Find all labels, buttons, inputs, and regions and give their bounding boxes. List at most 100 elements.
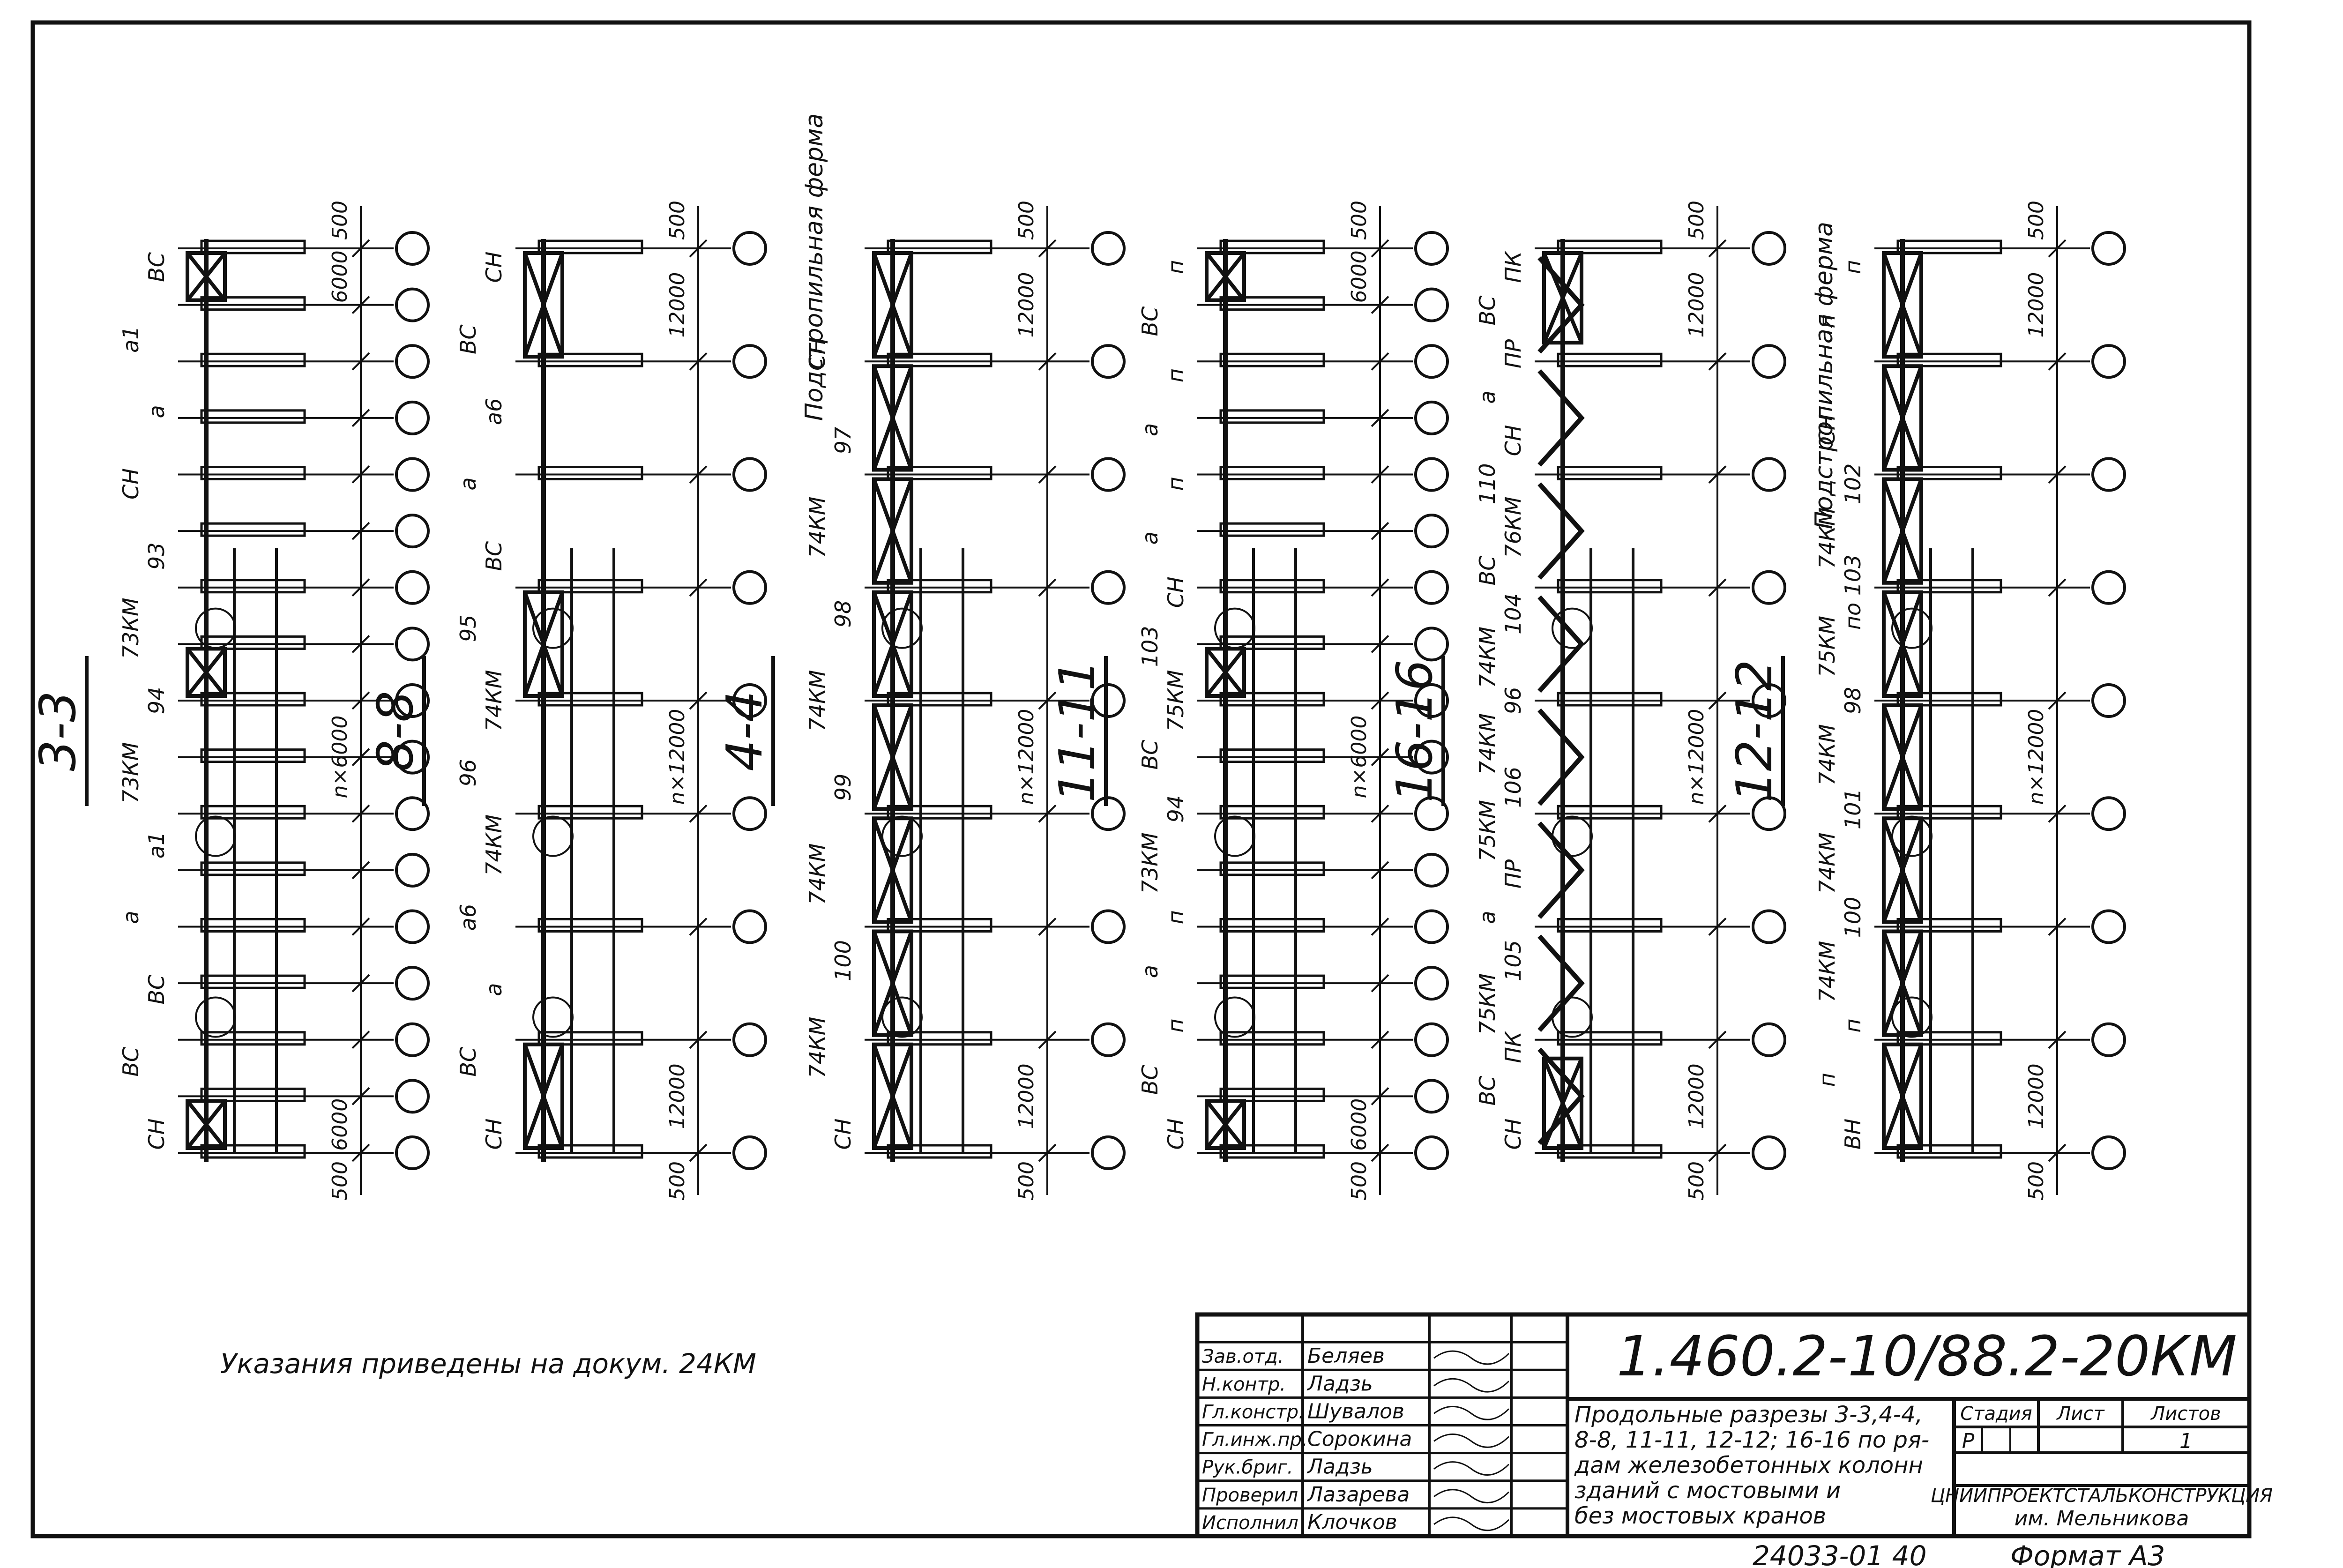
dim-tick — [1038, 691, 1057, 710]
node-callout — [1214, 996, 1255, 1038]
bracing-panel — [1882, 590, 1923, 698]
bracing-panel — [1205, 647, 1246, 698]
section-mark: 110 — [1475, 463, 1500, 505]
section-mark: 74КМ — [805, 497, 830, 558]
bracing-panel — [1882, 1042, 1923, 1150]
axis-marker — [1752, 344, 1786, 379]
dim-tick — [351, 974, 370, 993]
section-mark: а — [144, 405, 169, 418]
beam — [537, 1031, 643, 1046]
beam — [1557, 352, 1663, 367]
section-mark: 73КМ — [1137, 832, 1163, 894]
beam — [537, 1144, 643, 1159]
section-11-11: 11-11пВСпапаСН10375КМВС9473КМпапВССН5006… — [1049, 201, 1449, 1201]
dim-tick — [1371, 465, 1389, 484]
section-mark: а1 — [118, 326, 143, 352]
general-note: Указания приведены на докум. 24КМ — [220, 1348, 756, 1380]
section-mark: ВС — [118, 1047, 143, 1077]
axis-marker — [1091, 683, 1126, 718]
section-mark: ПК — [1500, 1030, 1526, 1063]
axis-marker — [732, 344, 767, 379]
axis-marker — [1091, 1135, 1126, 1170]
beam — [537, 918, 643, 933]
dim-tick — [1708, 691, 1727, 710]
beam — [1219, 1087, 1325, 1102]
dim-tick — [351, 1087, 370, 1105]
node-callout — [881, 607, 923, 649]
signature — [1433, 1516, 1510, 1531]
bracing-panel — [872, 590, 913, 698]
dim-tick — [1038, 352, 1057, 371]
section-mark: СН — [805, 338, 830, 370]
dim-tick — [1371, 861, 1389, 880]
section-mark: 100 — [830, 940, 856, 981]
bracing-diagonal — [523, 1044, 564, 1149]
beam — [887, 918, 992, 933]
dim-tick — [351, 409, 370, 427]
dim-tick — [1371, 296, 1389, 314]
beam — [537, 579, 643, 594]
section-3-3: 3-3ВСа1аСН9373КМ9473КМа1аВСВССН5006000n×… — [30, 201, 430, 1201]
axis-marker — [1414, 739, 1449, 775]
dim-tick — [1371, 691, 1389, 710]
bracing-panel — [872, 251, 913, 359]
axis-marker — [1091, 1022, 1126, 1057]
staff-name: Клочков — [1307, 1510, 1397, 1534]
section-mark: 103 — [1137, 626, 1163, 667]
dim-tick — [1708, 352, 1727, 371]
section-mark: а6 — [481, 398, 507, 425]
section-mark: 93 — [144, 542, 169, 570]
node-callout — [1552, 996, 1593, 1038]
bracing-panel — [1542, 251, 1583, 345]
section-mark: 104 — [1500, 593, 1526, 635]
beam — [887, 352, 992, 367]
dim-tick — [351, 239, 370, 258]
dim-tick — [1708, 804, 1727, 823]
org-subtitle: им. Мельникова — [2015, 1507, 2189, 1531]
beam — [200, 918, 306, 933]
bracing-panel — [872, 364, 913, 472]
beam — [537, 239, 643, 254]
bracing-diagonal — [186, 647, 227, 697]
section-mark: 94 — [1163, 795, 1188, 823]
dim-tick — [1371, 1087, 1389, 1105]
dim-tick — [1038, 239, 1057, 258]
node-callout — [1552, 607, 1593, 649]
axis-marker — [2091, 683, 2126, 718]
bracing-diagonal — [1542, 252, 1583, 343]
beam — [1219, 579, 1325, 594]
beam — [1557, 805, 1663, 820]
section-mark: п — [1840, 1019, 1865, 1033]
title-description-line: Продольные разрезы 3-3,4-4, — [1574, 1402, 1923, 1428]
footer-number: 24033-01 40 — [1753, 1540, 1926, 1568]
bracing-panel — [186, 647, 227, 698]
axis-marker — [1414, 400, 1449, 435]
beam — [1219, 861, 1325, 876]
beam — [1896, 805, 2002, 820]
axis-marker — [395, 400, 430, 435]
section-mark: 74КМ — [1814, 724, 1840, 785]
staff-name: Беляев — [1307, 1344, 1385, 1368]
section-mark: СН — [1814, 414, 1840, 446]
axis-marker — [1414, 1022, 1449, 1057]
beam — [1219, 409, 1325, 424]
bracing-diagonal — [872, 365, 913, 470]
dimension-label: n×6000 — [1347, 716, 1371, 799]
section-mark: СН — [1163, 1119, 1188, 1150]
title-description-line: дам железобетонных колонн — [1574, 1452, 1923, 1478]
bracing-panel — [1882, 477, 1923, 585]
section-mark: 74КМ — [1475, 627, 1500, 688]
beam — [1557, 1031, 1663, 1046]
node-callout — [532, 996, 574, 1038]
beam — [1219, 918, 1325, 933]
dim-tick — [1708, 465, 1727, 484]
axis-marker — [1414, 852, 1449, 888]
bracing-diagonal — [872, 478, 913, 584]
dim-tick — [689, 352, 708, 371]
section-mark: 74КМ — [1814, 832, 1840, 894]
value-stage: Р — [1962, 1429, 1975, 1453]
beam — [1896, 352, 2002, 367]
dimension-label: n×12000 — [2024, 709, 2048, 805]
node-callout — [1891, 815, 1933, 857]
